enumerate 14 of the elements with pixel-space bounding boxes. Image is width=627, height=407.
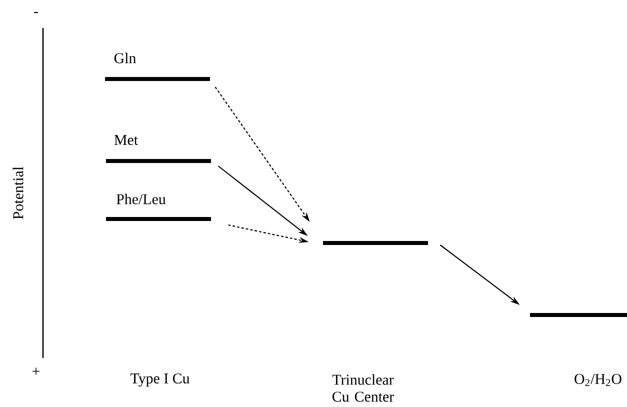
level-label: Phe/Leu xyxy=(116,194,166,204)
energy-level-bar xyxy=(530,313,627,317)
axis-title: Potential xyxy=(12,166,24,220)
axis-sign: - xyxy=(34,12,38,14)
energy-level-bar xyxy=(323,241,428,245)
level-label: Met xyxy=(114,135,138,145)
energy-level-bar xyxy=(106,159,211,163)
energy-level-bar xyxy=(106,217,211,221)
column-label: Type I Cu xyxy=(130,373,190,387)
energy-level-bar xyxy=(105,77,210,81)
level-label: Gln xyxy=(114,52,136,64)
axis-sign: + xyxy=(32,368,40,375)
column-label: Trinuclear Cu Center xyxy=(332,374,394,402)
column-label: O$_{2}$/H$_{2}$O xyxy=(574,374,622,386)
